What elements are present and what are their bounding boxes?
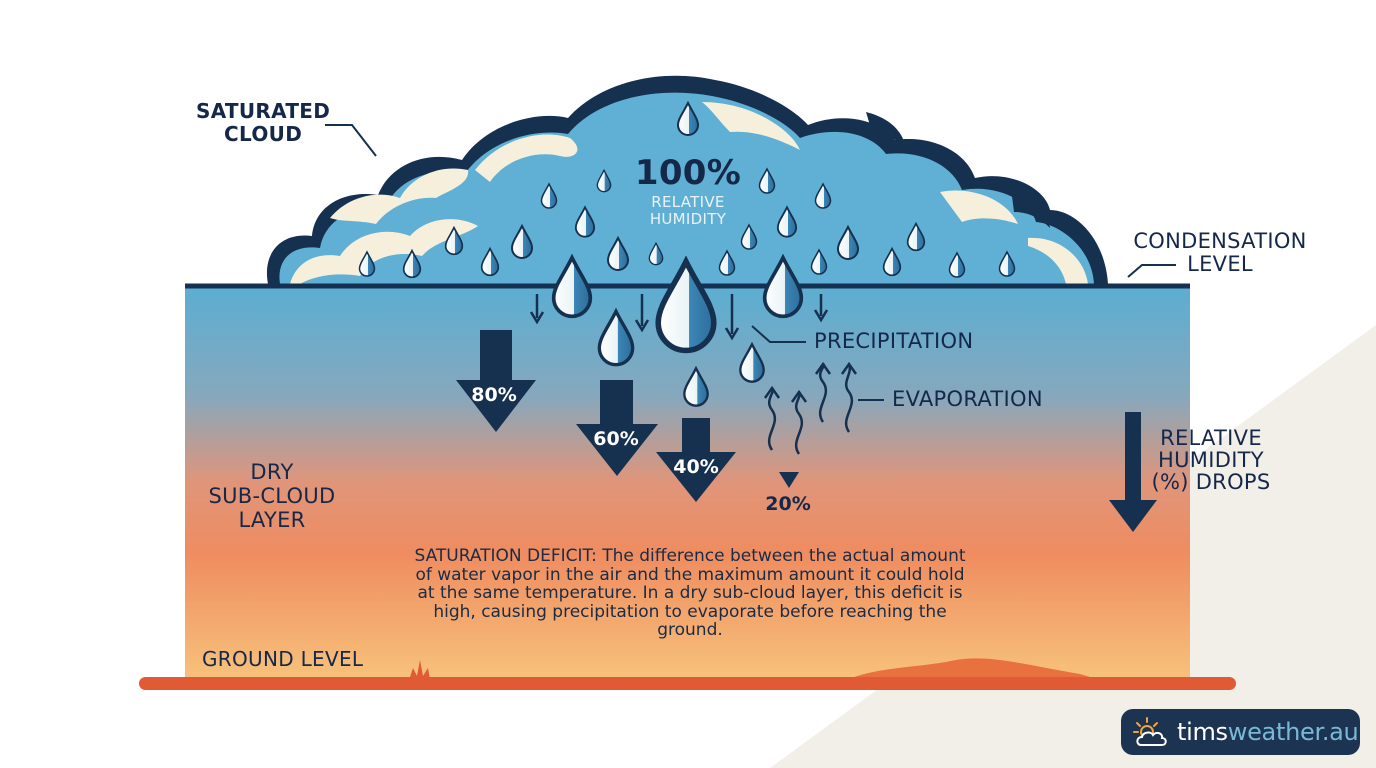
brand-badge[interactable]: timsweather.au (1121, 709, 1360, 755)
ground-line (139, 677, 1236, 690)
brand-name-part2: weather.au (1227, 718, 1359, 746)
rh-drops-label: RELATIVE HUMIDITY (%) DROPS (1151, 426, 1271, 494)
brand-name-part1: tims (1177, 718, 1228, 746)
saturated-cloud-label: SATURATED CLOUD (196, 99, 331, 146)
precipitation-label: PRECIPITATION (814, 329, 974, 353)
evaporation-arrows (763, 361, 858, 455)
brand-name: timsweather.au (1177, 718, 1359, 746)
saturation-deficit-text: SATURATION DEFICIT: The difference betwe… (414, 546, 966, 640)
humidity-step-20: 20% (765, 493, 811, 515)
dry-sub-cloud-layer-label: DRY SUB-CLOUD LAYER (208, 460, 336, 532)
humidity-step-40: 40% (673, 456, 719, 478)
leader-lines (325, 124, 1176, 401)
small-down-arrows (529, 294, 829, 341)
ground-plant (409, 660, 430, 680)
humidity-step-80: 80% (471, 384, 517, 406)
small-down-triangle (779, 472, 799, 488)
humidity-step-60: 60% (593, 428, 639, 450)
humidity-caption: RELATIVE HUMIDITY (649, 193, 727, 228)
saturated-cloud (266, 75, 1108, 284)
humidity-value: 100% (634, 153, 742, 193)
condensation-level-label: CONDENSATION LEVEL (1133, 229, 1307, 276)
sun-cloud-logo-icon (1133, 717, 1167, 746)
ground-hill (846, 658, 1100, 680)
ground-level-label: GROUND LEVEL (202, 647, 364, 671)
evaporation-label: EVAPORATION (892, 387, 1043, 411)
humidity-arrows (456, 330, 1157, 532)
